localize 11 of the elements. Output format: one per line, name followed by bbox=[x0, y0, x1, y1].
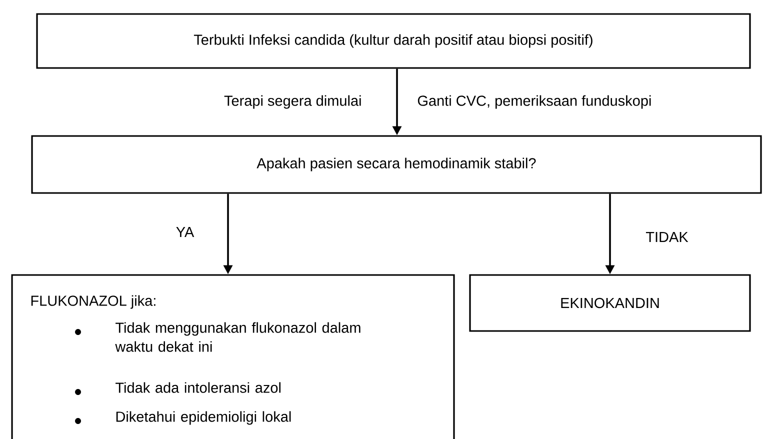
edge-label: Terapi segera dimulai bbox=[222, 94, 363, 110]
bullet-item: Tidak menggunakan flukonazol dalam waktu dekat ini bbox=[75, 322, 360, 352]
process-box: Terbukti Infeksi candida (kultur darah positif atau biopsi positif) bbox=[36, 13, 751, 69]
box-heading: FLUKONAZOL jika: bbox=[31, 295, 156, 309]
bullet-item: Tidak ada intoleransi azol bbox=[75, 382, 280, 395]
process-box: EKINOKANDIN bbox=[469, 274, 751, 332]
edge-label: TIDAK bbox=[644, 231, 690, 243]
decision-box: Apakah pasien secara hemodinamik stabil? bbox=[31, 135, 762, 194]
edge-label: YA bbox=[174, 226, 196, 238]
note-label: Ganti CVC, pemeriksaan funduskopi bbox=[418, 95, 651, 109]
bullet-item: Diketahui epidemioligi lokal bbox=[75, 411, 291, 425]
